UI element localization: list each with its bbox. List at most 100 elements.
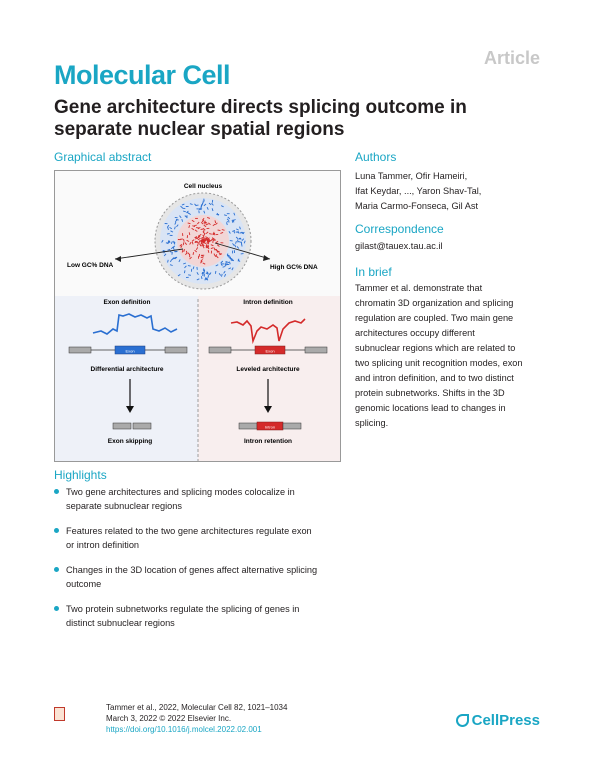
- chromatin-fiber: [207, 244, 210, 248]
- publisher-name: CellPress: [471, 712, 540, 729]
- chromatin-fiber: [215, 240, 219, 244]
- highlights-list: Two gene architectures and splicing mode…: [54, 485, 354, 641]
- chromatin-fiber: [184, 215, 188, 218]
- chromatin-fiber: [199, 240, 203, 243]
- chromatin-fiber: [213, 253, 216, 257]
- chromatin-fiber: [163, 253, 167, 257]
- exon-down-arrow-head: [126, 406, 134, 413]
- chromatin-fiber: [220, 231, 224, 234]
- chromatin-fiber: [208, 202, 212, 206]
- highlight-line: Two gene architectures and splicing mode…: [66, 487, 295, 497]
- chromatin-fiber: [233, 212, 236, 216]
- chromatin-fiber: [180, 245, 183, 249]
- chromatin-fiber: [167, 259, 169, 263]
- chromatin-fiber: [232, 219, 236, 222]
- chromatin-fiber: [196, 241, 199, 244]
- chromatin-fiber: [228, 267, 232, 270]
- authors-list: Luna Tammer, Ofir Hameiri, Ifat Keydar, …: [355, 169, 481, 214]
- chromatin-fiber: [198, 240, 201, 244]
- chromatin-fiber: [189, 203, 193, 205]
- chromatin-fiber: [243, 240, 246, 244]
- chromatin-fiber: [173, 240, 176, 244]
- chromatin-fiber: [194, 224, 198, 227]
- check-for-updates-icon[interactable]: [54, 707, 65, 721]
- chromatin-fiber: [215, 264, 219, 267]
- highlight-line: Changes in the 3D location of genes affe…: [66, 565, 318, 575]
- chromatin-fiber: [237, 230, 240, 234]
- chromatin-fiber: [191, 227, 195, 231]
- low-gc-chromatin: [161, 198, 246, 281]
- cell-nucleus-label: Cell nucleus: [184, 183, 223, 190]
- highlight-line: or intron definition: [66, 540, 140, 550]
- high-gc-pointer: [214, 242, 271, 260]
- chromatin-fiber: [167, 248, 171, 251]
- chromatin-fiber: [202, 217, 205, 221]
- intron-retention-right-block: [282, 422, 302, 430]
- chromatin-fiber: [221, 273, 223, 277]
- intron-retention-left-block: [238, 422, 258, 430]
- chromatin-fiber: [216, 244, 220, 247]
- high-gc-panel: [198, 296, 340, 461]
- chromatin-fiber: [237, 259, 241, 262]
- chromatin-fiber: [202, 245, 205, 249]
- graphical-abstract-figure: Cell nucleus Low GC% DNA High GC% DNA Ex…: [54, 170, 341, 462]
- chromatin-fiber: [235, 240, 237, 244]
- chromatin-fiber: [200, 276, 203, 280]
- chromatin-fiber: [220, 260, 224, 264]
- chromatin-fiber: [222, 266, 226, 268]
- chromatin-fiber: [217, 229, 221, 232]
- chromatin-fiber: [215, 254, 218, 258]
- chromatin-fiber: [170, 259, 173, 263]
- chromatin-fiber: [195, 247, 199, 251]
- in-brief-line: architectures occupy different: [355, 328, 475, 338]
- low-gc-panel: [55, 296, 198, 461]
- exon-gene-center-block: [114, 345, 146, 355]
- highlights-heading: Highlights: [54, 468, 107, 482]
- chromatin-fiber: [166, 224, 170, 228]
- intron-down-arrow-head: [264, 406, 272, 413]
- chromatin-fiber: [174, 221, 177, 225]
- chromatin-fiber: [162, 249, 166, 252]
- highlight-line: Features related to the two gene archite…: [66, 526, 312, 536]
- exon-gene-center-text: Exon: [125, 349, 134, 354]
- graphical-abstract-svg: Cell nucleus Low GC% DNA High GC% DNA Ex…: [55, 183, 340, 461]
- chromatin-fiber: [211, 202, 214, 206]
- chromatin-fiber: [202, 240, 206, 244]
- exon-skipping-right-block: [132, 422, 152, 430]
- chromatin-fiber: [211, 237, 215, 240]
- chromatin-fiber: [207, 240, 211, 243]
- chromatin-fiber: [191, 219, 195, 223]
- chromatin-fiber: [188, 274, 191, 276]
- chromatin-fiber: [161, 239, 164, 243]
- chromatin-fiber: [181, 249, 184, 253]
- chromatin-fiber: [207, 249, 210, 253]
- chromatin-fiber: [198, 233, 202, 237]
- chromatin-fiber: [226, 222, 228, 226]
- doi-link[interactable]: https://doi.org/10.1016/j.molcel.2022.02…: [106, 725, 262, 734]
- chromatin-fiber: [178, 259, 181, 263]
- chromatin-fiber: [174, 226, 176, 230]
- citation-text: Tammer et al., 2022, Molecular Cell 82, …: [106, 703, 288, 712]
- chromatin-fiber: [192, 225, 196, 228]
- chromatin-fiber: [220, 205, 224, 208]
- chromatin-fiber: [205, 277, 209, 281]
- in-brief-line: two splicing unit recognition modes, exo…: [355, 358, 523, 368]
- article-type-label: Article: [483, 48, 540, 68]
- chromatin-fiber: [200, 221, 204, 225]
- chromatin-fiber: [236, 246, 240, 249]
- leveled-architecture-label: Leveled architecture: [236, 366, 300, 373]
- exon-gene-right-block: [164, 346, 188, 354]
- correspondence-heading: Correspondence: [355, 222, 444, 236]
- in-brief-line: regulation are coupled. Two main gene: [355, 313, 514, 323]
- chromatin-fiber: [236, 228, 239, 231]
- in-brief-line: splicing.: [355, 418, 389, 428]
- chromatin-fiber: [165, 242, 169, 245]
- chromatin-fiber: [188, 232, 191, 236]
- correspondence-email[interactable]: gilast@tauex.tau.ac.il: [355, 241, 443, 251]
- chromatin-fiber: [241, 231, 245, 235]
- chromatin-fiber: [203, 233, 206, 236]
- chromatin-fiber: [234, 244, 237, 248]
- intron-retention-center-text: Intron: [265, 425, 275, 430]
- chromatin-fiber: [176, 224, 179, 228]
- chromatin-fiber: [200, 258, 203, 262]
